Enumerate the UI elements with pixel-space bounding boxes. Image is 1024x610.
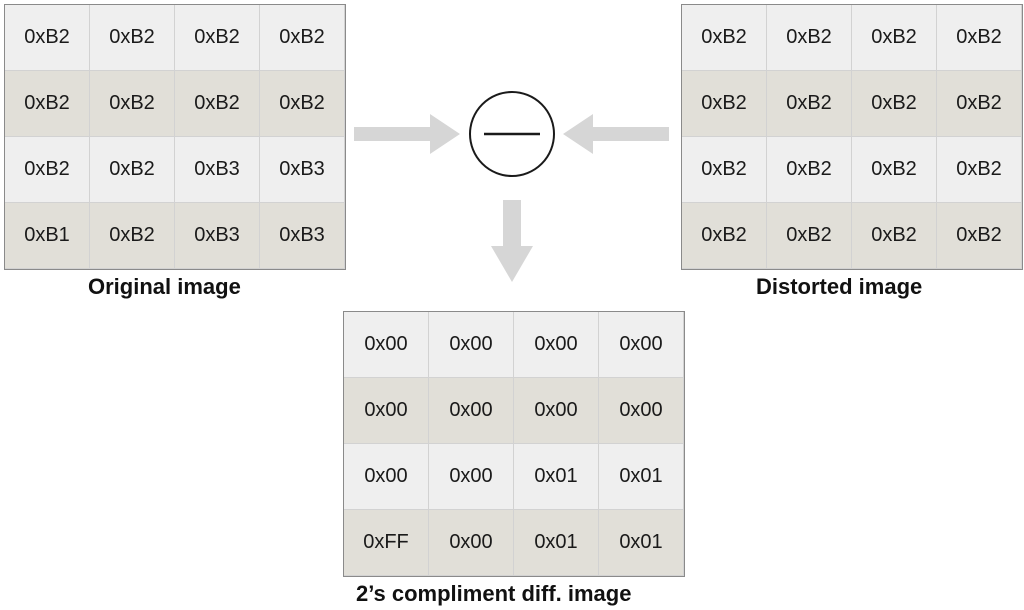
- distorted-cell: 0xB2: [682, 137, 767, 203]
- distorted-cell: 0xB2: [937, 71, 1022, 137]
- original-image-grid: 0xB2 0xB2 0xB2 0xB2 0xB2 0xB2 0xB2 0xB2 …: [4, 4, 346, 270]
- original-cell: 0xB2: [5, 5, 90, 71]
- diff-cell: 0x00: [344, 444, 429, 510]
- diff-cell: 0x00: [599, 378, 684, 444]
- original-image-caption: Original image: [88, 274, 241, 299]
- distorted-image-caption: Distorted image: [756, 274, 923, 299]
- distorted-cell: 0xB2: [767, 71, 852, 137]
- original-cell: 0xB1: [5, 203, 90, 269]
- original-cell: 0xB2: [260, 5, 345, 71]
- original-cell: 0xB3: [260, 137, 345, 203]
- diff-cell: 0x00: [344, 378, 429, 444]
- distorted-image-grid: 0xB2 0xB2 0xB2 0xB2 0xB2 0xB2 0xB2 0xB2 …: [681, 4, 1023, 270]
- distorted-cell: 0xB2: [767, 137, 852, 203]
- diff-cell: 0x01: [599, 444, 684, 510]
- distorted-cell: 0xB2: [852, 71, 937, 137]
- distorted-cell: 0xB2: [937, 5, 1022, 71]
- minus-icon: [469, 91, 555, 177]
- original-cell: 0xB3: [175, 137, 260, 203]
- original-cell: 0xB2: [90, 137, 175, 203]
- arrow-left-icon: [563, 114, 669, 154]
- distorted-cell: 0xB2: [937, 137, 1022, 203]
- distorted-cell: 0xB2: [682, 203, 767, 269]
- diff-cell: 0x00: [429, 378, 514, 444]
- original-cell: 0xB2: [90, 71, 175, 137]
- original-cell: 0xB2: [260, 71, 345, 137]
- distorted-cell: 0xB2: [767, 5, 852, 71]
- original-cell: 0xB3: [175, 203, 260, 269]
- diff-cell: 0x01: [599, 510, 684, 576]
- diff-cell: 0x01: [514, 510, 599, 576]
- original-cell: 0xB2: [90, 203, 175, 269]
- distorted-cell: 0xB2: [852, 203, 937, 269]
- original-cell: 0xB2: [175, 5, 260, 71]
- distorted-cell: 0xB2: [767, 203, 852, 269]
- diff-image-grid: 0x00 0x00 0x00 0x00 0x00 0x00 0x00 0x00 …: [343, 311, 685, 577]
- diff-cell: 0x01: [514, 444, 599, 510]
- original-cell: 0xB2: [5, 137, 90, 203]
- distorted-cell: 0xB2: [682, 5, 767, 71]
- diff-cell: 0x00: [514, 378, 599, 444]
- distorted-cell: 0xB2: [937, 203, 1022, 269]
- original-cell: 0xB2: [90, 5, 175, 71]
- arrow-down-icon: [491, 200, 533, 282]
- diff-cell: 0xFF: [344, 510, 429, 576]
- diff-cell: 0x00: [599, 312, 684, 378]
- diff-cell: 0x00: [514, 312, 599, 378]
- diff-cell: 0x00: [344, 312, 429, 378]
- distorted-cell: 0xB2: [852, 137, 937, 203]
- original-cell: 0xB3: [260, 203, 345, 269]
- distorted-cell: 0xB2: [852, 5, 937, 71]
- diff-cell: 0x00: [429, 510, 514, 576]
- distorted-cell: 0xB2: [682, 71, 767, 137]
- diff-cell: 0x00: [429, 444, 514, 510]
- original-cell: 0xB2: [175, 71, 260, 137]
- diff-image-caption: 2’s compliment diff. image: [356, 581, 632, 606]
- original-cell: 0xB2: [5, 71, 90, 137]
- arrow-right-icon: [354, 114, 460, 154]
- diff-cell: 0x00: [429, 312, 514, 378]
